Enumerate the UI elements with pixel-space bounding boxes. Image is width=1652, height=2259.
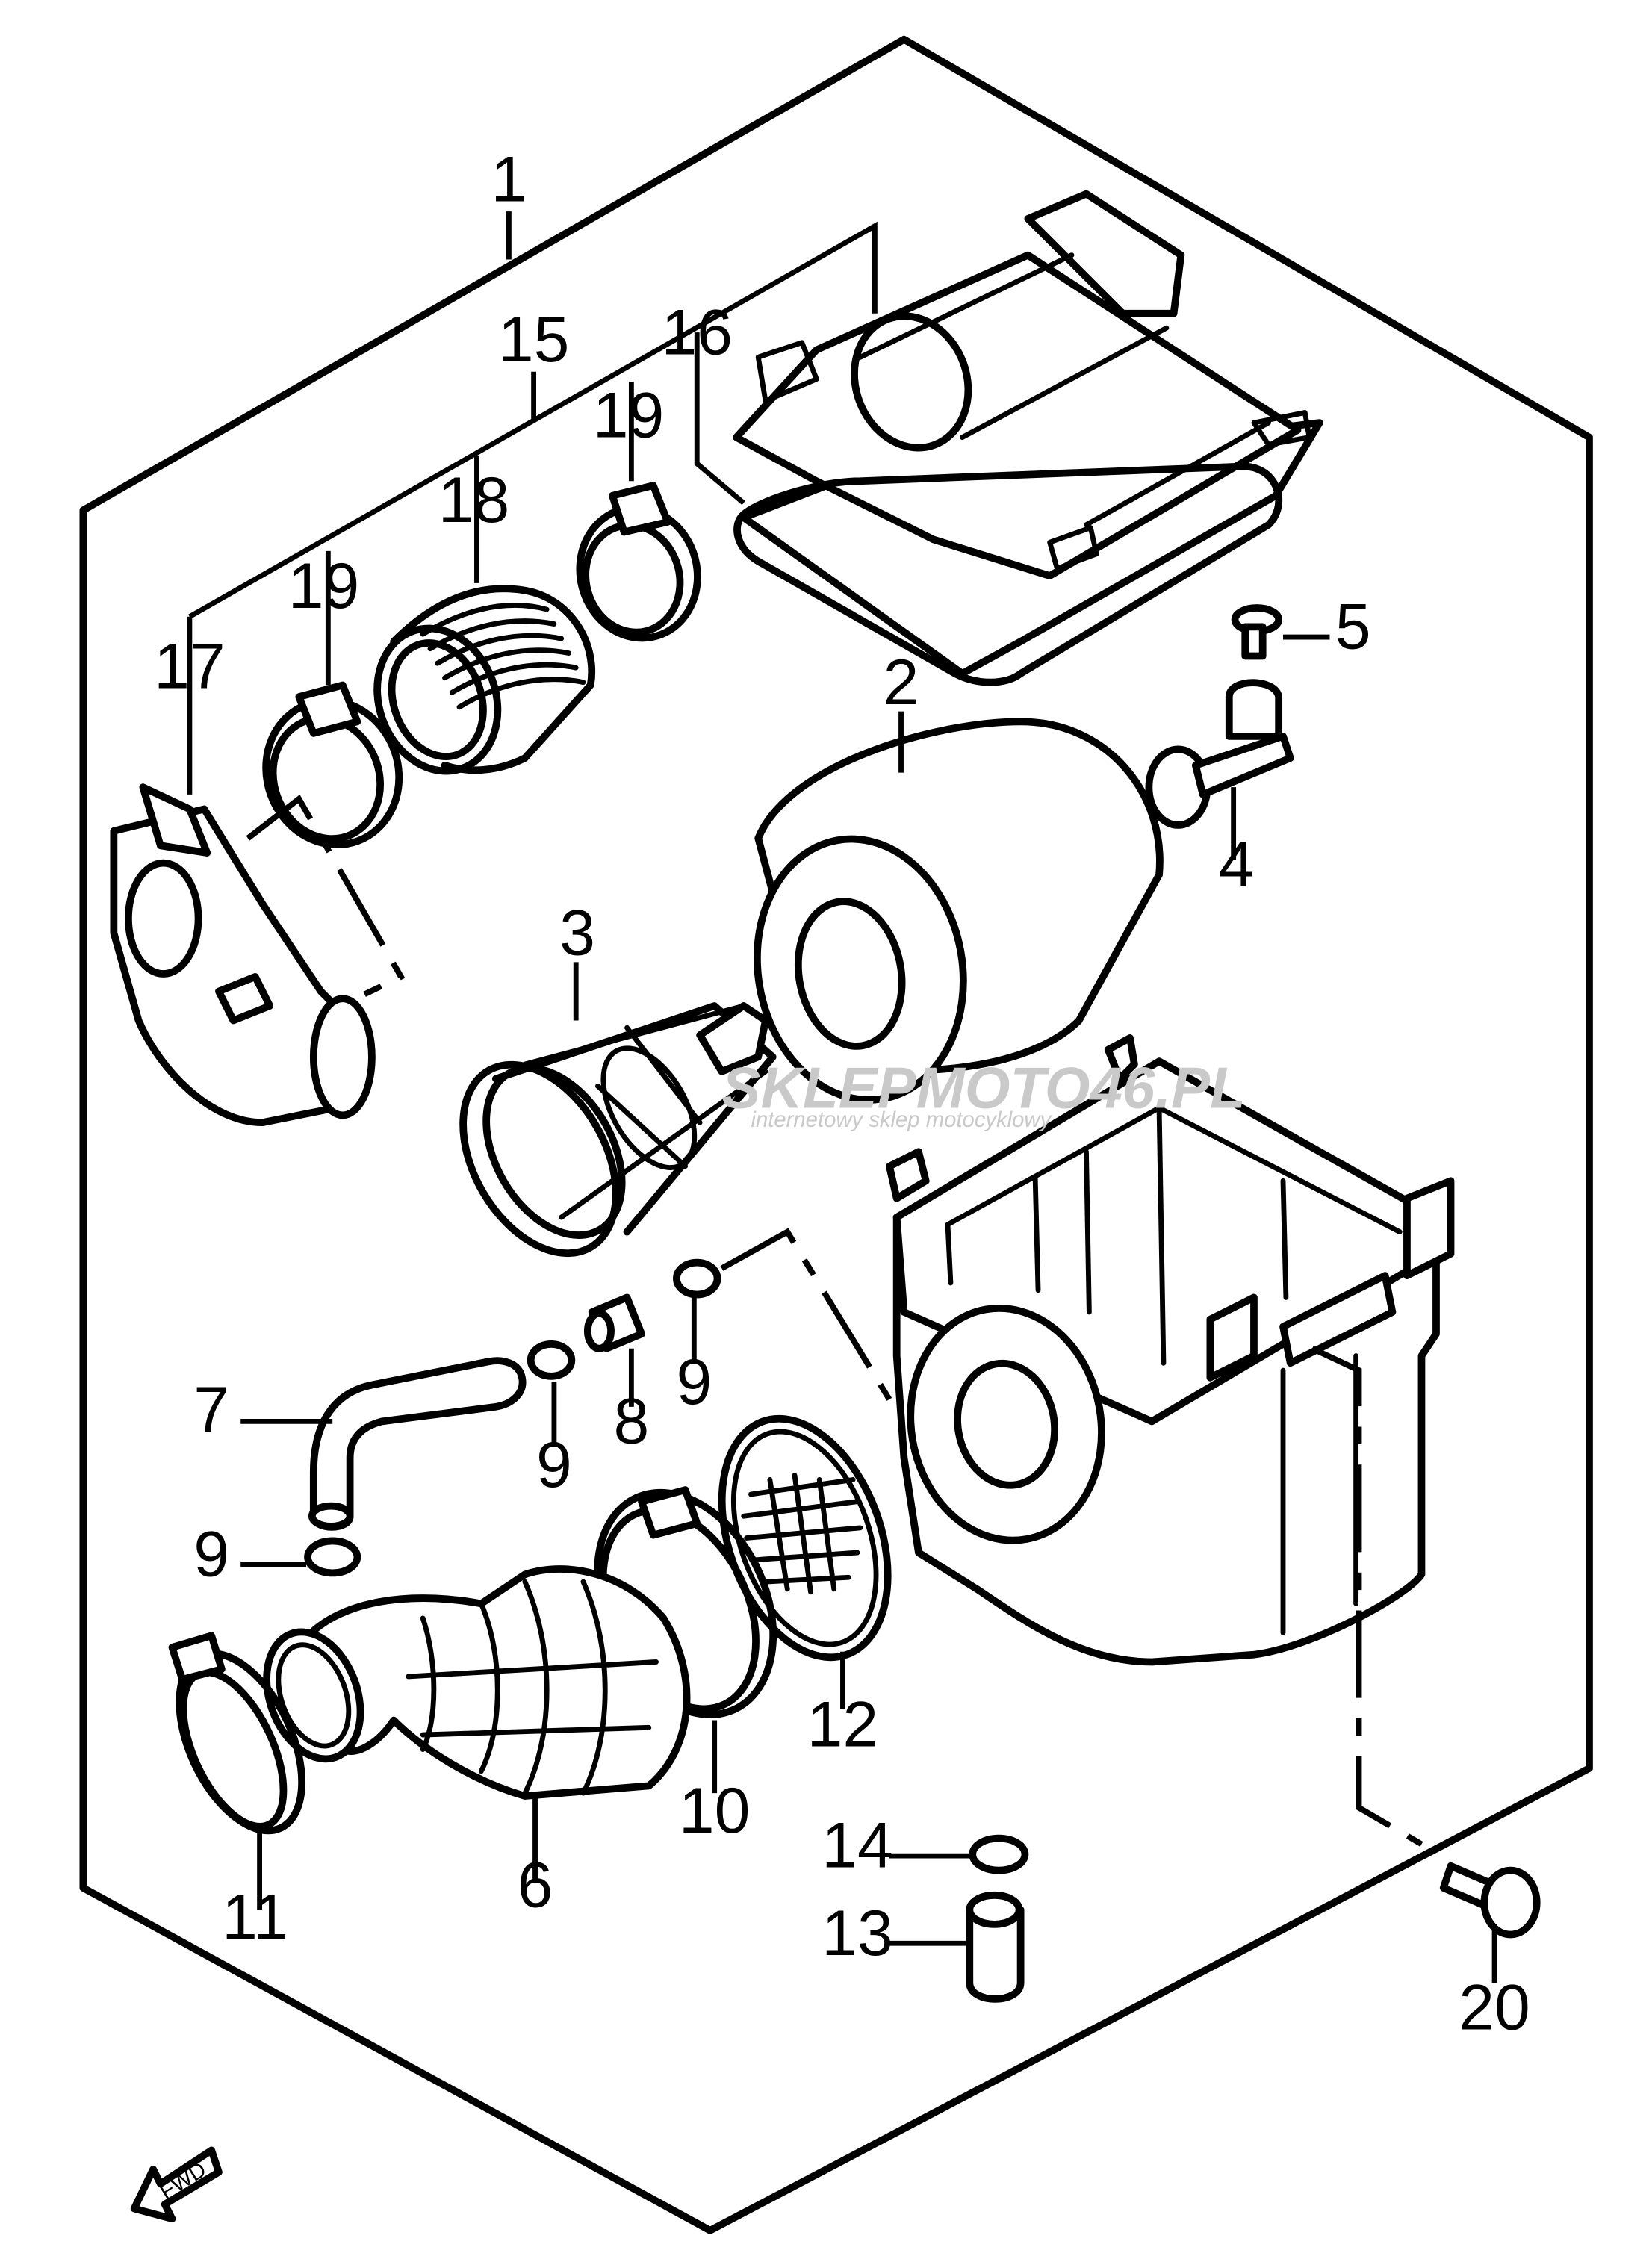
cover-latch [1145,679,1294,860]
intake-duct [110,783,376,1127]
callout-8: 8 [614,1386,650,1458]
hose-clip-b [673,1258,721,1364]
assembly-line-right [720,1228,892,1402]
hose-clip-a [527,1340,576,1444]
callout-17: 17 [154,630,226,702]
assembly-line-left [246,794,406,997]
case-bolt [1439,1862,1541,1983]
callout-18: 18 [438,464,510,536]
callout-labels: 1 15 16 19 18 19 17 5 2 4 3 7 8 9 9 9 12… [154,143,1530,2043]
callout-13: 13 [822,1898,893,1969]
drain-plug [889,1891,1025,2003]
callout-3: 3 [559,898,595,969]
outlet-clamp [168,1632,306,1910]
forward-arrow-icon: FWD [130,2146,223,2223]
watermark-brand: SKLEPMOTO46.PL [721,1055,1245,1121]
assembly-bracket-lines [187,211,878,795]
callout-4: 4 [1219,829,1255,901]
hose-connector [583,1293,645,1407]
drain-clip [889,1834,1029,1874]
callout-1: 1 [491,143,527,215]
callout-11: 11 [222,1881,288,1953]
hose-clamp-left [262,681,403,849]
hose-clip-c [240,1537,361,1577]
callout-10: 10 [679,1775,751,1847]
air-cleaner-case [886,1034,1455,1666]
callout-9-clip-c: 9 [193,1518,229,1590]
callout-5: 5 [1335,591,1371,663]
filter-cage [459,962,777,1258]
assembly-boundary [79,35,1593,2234]
callout-2: 2 [884,647,919,718]
cover-screw [1231,604,1330,660]
callout-6: 6 [518,1849,553,1921]
callout-9-clip-b: 9 [676,1346,712,1418]
callout-12: 12 [807,1689,879,1761]
intake-screen [718,1414,892,1709]
bellows-hose [373,585,595,775]
callout-16: 16 [661,296,733,368]
cover-gasket [733,462,1283,686]
air-filter-element [754,711,1164,1104]
callout-19-top: 19 [593,380,665,452]
bolt-assembly-line [1311,1346,1423,1847]
outlet-tube [263,1565,691,1881]
callout-20: 20 [1459,1971,1530,2043]
callout-14: 14 [822,1810,893,1882]
watermark: SKLEPMOTO46.PL internetowy sklep motocyk… [721,1055,1245,1132]
callout-15: 15 [498,304,570,376]
callout-7: 7 [193,1374,229,1446]
watermark-tagline: internetowy sklep motocyklowy [751,1107,1052,1132]
callout-9-clip-a: 9 [536,1429,572,1501]
callout-19-left: 19 [288,550,360,622]
breather-hose [240,1357,527,1531]
hose-clamp-top [576,482,701,642]
